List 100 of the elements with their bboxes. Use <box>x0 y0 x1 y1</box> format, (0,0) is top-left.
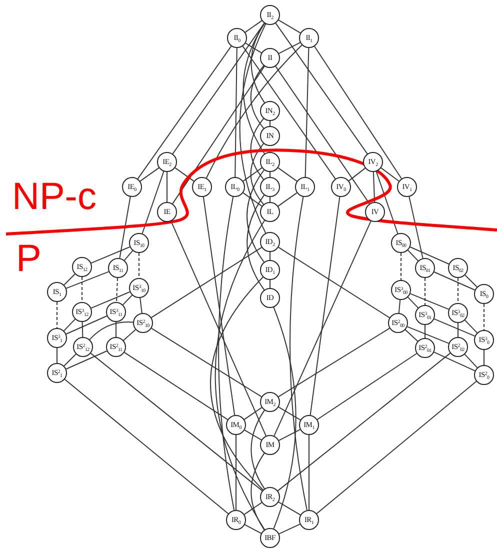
connector-line <box>123 329 136 341</box>
connector-line <box>434 352 476 372</box>
lattice-node <box>363 152 383 172</box>
connector-line <box>170 220 266 436</box>
connector-line <box>310 196 340 416</box>
connector-line <box>150 246 262 318</box>
connector-line <box>404 329 418 342</box>
lattice-node <box>415 338 435 358</box>
lattice-node <box>299 510 319 530</box>
lattice-node <box>260 101 280 121</box>
lattice-node <box>260 48 280 68</box>
lattice-node <box>122 177 142 197</box>
lattice-node <box>72 257 92 277</box>
connector-line <box>278 406 301 420</box>
connector-line <box>138 252 140 278</box>
lattice-node <box>226 415 246 435</box>
lattice-node <box>260 232 280 252</box>
lattice-node <box>260 202 280 222</box>
connector-line <box>239 24 266 234</box>
connector-line <box>172 22 265 154</box>
connector-line <box>137 46 232 180</box>
connector-line <box>64 378 229 514</box>
connector-line <box>304 48 310 178</box>
lattice-node <box>129 233 149 253</box>
lattice-node <box>391 280 411 300</box>
connector-line <box>244 407 262 420</box>
connector-line <box>400 252 402 280</box>
connector-line <box>246 194 265 290</box>
lattice-node <box>474 284 494 304</box>
connector-line <box>464 274 478 288</box>
connector-line <box>250 118 264 180</box>
connector-line <box>250 143 264 205</box>
lattice-node <box>260 392 280 412</box>
connector-line <box>63 318 76 332</box>
lattice-node <box>157 202 177 222</box>
connector-line <box>214 220 266 530</box>
lattice-node <box>448 303 468 323</box>
connector-line <box>242 46 336 180</box>
connector-line <box>244 20 262 33</box>
connector-line <box>116 278 118 302</box>
connector-line <box>376 171 398 234</box>
connector-line <box>398 300 401 314</box>
lattice-node <box>192 177 212 197</box>
connector-line <box>90 291 130 309</box>
lattice-node <box>106 337 126 357</box>
connector-line <box>64 354 76 366</box>
lattice-node <box>227 28 247 48</box>
connector-line <box>250 410 265 490</box>
lattice-node <box>299 28 319 48</box>
connector-line <box>166 172 168 202</box>
connector-line <box>250 65 264 129</box>
connector-line <box>278 328 390 398</box>
connector-line <box>406 326 450 344</box>
connector-line <box>275 22 368 154</box>
connector-line <box>314 46 402 180</box>
lattice-node <box>133 313 153 333</box>
connector-line <box>278 524 300 534</box>
connector-line <box>380 167 400 182</box>
connector-line <box>66 350 108 370</box>
lattice-node <box>388 313 408 333</box>
connector-line <box>424 278 426 306</box>
lattice-node <box>391 233 411 253</box>
lattice-node <box>47 282 67 302</box>
lattice-node <box>260 5 280 25</box>
lattice-node <box>448 258 468 278</box>
lattice-node <box>260 177 280 197</box>
lattice-node <box>260 288 280 308</box>
connector-line <box>464 320 478 334</box>
connector-line <box>278 502 301 516</box>
connector-line <box>234 48 238 178</box>
connector-line <box>242 192 262 207</box>
lattice-node <box>129 278 149 298</box>
connector-line <box>434 272 476 290</box>
connector-line <box>274 220 372 436</box>
lattice-node <box>299 415 319 435</box>
connector-line <box>278 192 298 207</box>
connector-line <box>464 354 478 368</box>
region-label: NP-c <box>12 178 96 216</box>
lattice-node <box>157 152 177 172</box>
connector-line <box>278 167 298 182</box>
connector-line <box>119 196 131 259</box>
connector-line <box>142 171 164 234</box>
region-label: P <box>16 240 42 278</box>
connector-line <box>172 66 265 204</box>
connector-line <box>56 348 58 364</box>
connector-line <box>210 276 264 490</box>
connector-line <box>174 167 194 182</box>
connector-line <box>278 429 301 441</box>
connector-line <box>410 246 450 264</box>
lattice-node <box>260 435 280 455</box>
lattice-node <box>331 177 351 197</box>
lattice-node <box>415 258 435 278</box>
lattice-node <box>72 302 92 322</box>
connector-line <box>278 246 390 318</box>
lattice-node <box>397 177 417 197</box>
lattice-node <box>474 330 494 350</box>
lattice-node <box>474 365 494 385</box>
connector-line <box>273 306 296 530</box>
connector-line <box>250 452 265 530</box>
connector-line <box>245 42 262 54</box>
